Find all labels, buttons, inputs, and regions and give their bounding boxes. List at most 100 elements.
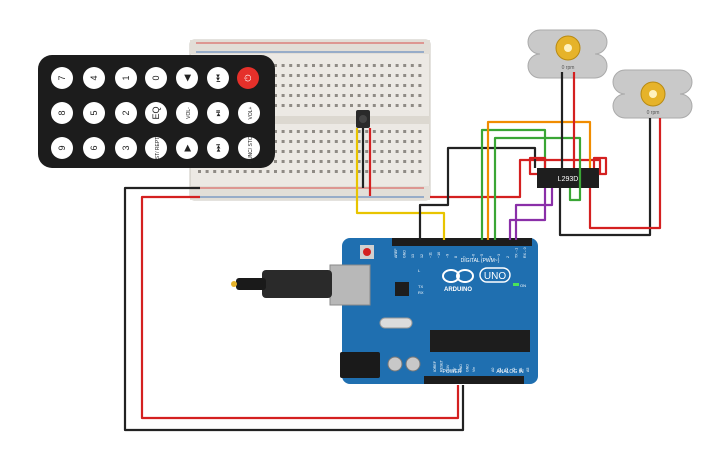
digital-pin-label-6: ~9 <box>446 254 450 258</box>
remote-key-prev[interactable]: ⏮ <box>207 67 229 89</box>
digital-pin-label-1: GND <box>403 250 407 258</box>
digital-pin-label-13: 2 <box>506 256 510 258</box>
remote-key-eq[interactable]: EQ <box>145 102 167 124</box>
remote-key-0[interactable]: 0 <box>145 67 167 89</box>
remote-key-7[interactable]: 7 <box>51 67 73 89</box>
digital-pin-label-0: AREF <box>394 248 398 258</box>
power-header-label: POWER <box>443 369 462 375</box>
wire-green-1 <box>480 128 547 240</box>
remote-key-vol-down[interactable]: VOL- <box>176 102 198 124</box>
wire-gnd-loop <box>123 186 465 432</box>
remote-key-4-label: 4 <box>89 75 99 80</box>
remote-key-next[interactable]: ⏭ <box>207 137 229 159</box>
power-pin-label-5: GND <box>466 364 470 372</box>
analog-pin-label-3: A3 <box>512 368 516 372</box>
remote-key-9[interactable]: 9 <box>51 137 73 159</box>
remote-key-3-label: 3 <box>121 145 131 150</box>
remote-key-6[interactable]: 6 <box>83 137 105 159</box>
remote-key-6-label: 6 <box>89 145 99 150</box>
remote-key-eq-label: EQ <box>151 106 161 119</box>
remote-key-play[interactable]: ▶ <box>176 137 198 159</box>
arduino-logo-icon <box>442 269 474 283</box>
arduino-uno[interactable]: ARDUINO UNO DIGITAL (PWM~) POWER ANALOG … <box>231 238 538 384</box>
analog-pin-label-2: A2 <box>505 368 509 372</box>
remote-key-back-label: ◀ <box>182 74 192 81</box>
remote-key-func-stop[interactable]: FUNC/ STOP <box>238 132 260 163</box>
l-led-label: L <box>418 268 421 273</box>
remote-key-4[interactable]: 4 <box>83 67 105 89</box>
digital-pin-label-12: ~3 <box>497 254 501 258</box>
power-analog-header <box>424 376 524 384</box>
analog-pin-label-1: A1 <box>498 368 502 372</box>
remote-key-st-rept[interactable]: ST/ REPT <box>145 137 167 160</box>
ir-remote[interactable]: 7 4 1 0 ◀ ⏮ ⏻ 8 5 2 EQ VOL- ⏯ VOL+ 9 6 3 ST/ REPT ▶ ⏭ FUNC/ … <box>38 55 275 168</box>
arduino-model: UNO <box>484 271 506 282</box>
remote-key-9-label: 9 <box>57 145 67 150</box>
remote-key-func-stop-label: FUNC/ STOP <box>248 132 254 163</box>
rx-label: RX <box>418 290 424 295</box>
remote-key-8[interactable]: 8 <box>51 102 73 124</box>
remote-key-play-label: ▶ <box>182 144 192 151</box>
remote-key-2-label: 2 <box>121 110 131 115</box>
digital-pin-label-15: RX←0 <box>523 247 527 258</box>
remote-keypad: 7 4 1 0 ◀ ⏮ ⏻ 8 5 2 EQ VOL- ⏯ VOL+ 9 6 3 ST/ REPT ▶ ⏭ FUNC/ … <box>51 67 260 163</box>
remote-key-next-label: ⏭ <box>213 144 223 152</box>
analog-pin-label-0: A0 <box>491 368 495 372</box>
remote-key-5[interactable]: 5 <box>83 102 105 124</box>
digital-pin-label-9: ~6 <box>471 254 475 258</box>
wire-bb-black-driver <box>418 146 537 240</box>
remote-key-3[interactable]: 3 <box>115 137 137 159</box>
digital-pin-label-8: 7 <box>463 256 467 258</box>
power-pin-label-2: 3.3V <box>446 364 450 372</box>
digital-pin-label-4: ~11 <box>428 252 432 258</box>
remote-key-vol-up[interactable]: VOL+ <box>238 102 260 124</box>
remote-key-power[interactable]: ⏻ <box>237 67 259 89</box>
remote-key-play-pause[interactable]: ⏯ <box>207 102 229 124</box>
remote-key-vol-down-label: VOL- <box>186 107 192 119</box>
digital-pin-label-2: 13 <box>411 254 415 258</box>
analog-pin-label-4: A4 <box>519 368 523 372</box>
wire-driver-loop-right <box>592 156 608 176</box>
power-pin-label-6: Vin <box>472 367 476 372</box>
motor-1-rpm: 0 rpm <box>562 65 575 71</box>
wire-bb-red-driver <box>430 158 602 199</box>
tx-label: TX <box>418 284 423 289</box>
remote-key-play-pause-label: ⏯ <box>213 109 223 116</box>
dc-motor-2[interactable]: 0 rpm <box>612 69 693 119</box>
wire-5v-loop <box>140 195 460 420</box>
arduino-brand: ARDUINO <box>444 287 472 293</box>
analog-pin-label-5: A5 <box>526 368 530 372</box>
remote-key-2[interactable]: 2 <box>115 102 137 124</box>
wire-driver-loop-left <box>528 156 547 176</box>
power-pin-label-3: 5V <box>453 367 457 372</box>
ir-receiver[interactable] <box>356 110 370 128</box>
digital-header <box>392 238 532 246</box>
l293d-driver[interactable]: L293D <box>537 168 599 188</box>
l293d-label: L293D <box>558 176 579 183</box>
dc-motor-1[interactable]: 0 rpm <box>527 29 608 79</box>
on-led-label: ON <box>520 283 526 288</box>
remote-key-0-label: 0 <box>151 75 161 80</box>
wires <box>123 72 662 432</box>
power-pin-label-4: GND <box>459 364 463 372</box>
digital-pin-label-14: TX→1 <box>514 248 518 258</box>
wire-ir-signal <box>355 128 446 240</box>
wire-motor2-red <box>588 118 662 230</box>
digital-pin-label-11: 4 <box>489 256 493 258</box>
remote-key-8-label: 8 <box>57 110 67 115</box>
motor-2-rpm: 0 rpm <box>647 110 660 116</box>
power-pin-label-1: RESET <box>440 359 444 372</box>
power-pin-label-0: IOREF <box>433 360 437 372</box>
remote-key-1[interactable]: 1 <box>115 67 137 89</box>
digital-pin-label-10: ~5 <box>480 254 484 258</box>
analog-header-label: ANALOG IN <box>496 369 524 375</box>
digital-pin-label-3: 12 <box>420 254 424 258</box>
wire-green-2 <box>493 136 582 240</box>
remote-key-back[interactable]: ◀ <box>176 67 198 89</box>
digital-header-label: DIGITAL (PWM~) <box>461 258 500 264</box>
digital-pin-label-5: ~10 <box>437 252 441 258</box>
